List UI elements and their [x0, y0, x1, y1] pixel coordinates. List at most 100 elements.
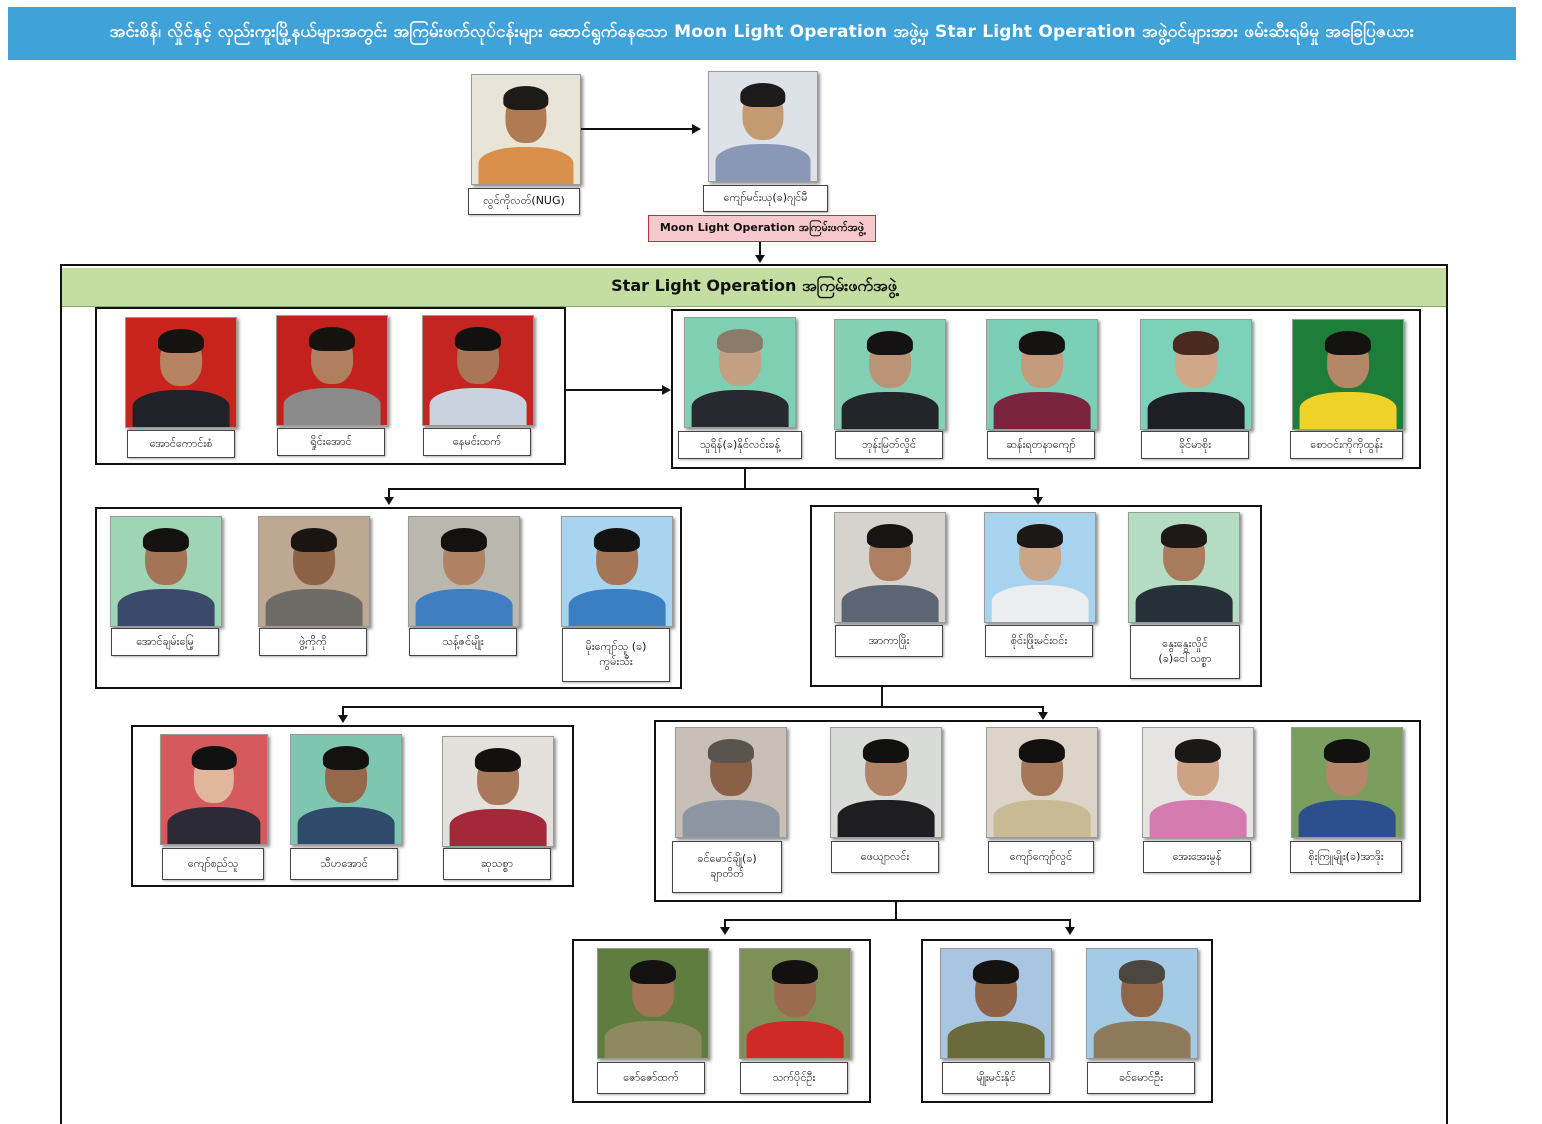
member-name-label: စိုးကြူမျိုး(ခ)အာဒိုး: [1290, 841, 1402, 873]
connector: [895, 902, 897, 920]
member-name-line-2: ကွမ်းသီး: [599, 655, 633, 668]
member-photo: [984, 512, 1096, 623]
member-photo: [408, 516, 520, 627]
member-photo: [422, 315, 534, 426]
connector: [724, 919, 726, 928]
member-photo: [442, 736, 554, 847]
member-name-label: နေမင်းထက်: [423, 428, 531, 456]
member-photo: [675, 727, 787, 838]
arrow-head: [1033, 497, 1043, 505]
member-photo: [290, 734, 402, 845]
member-name-label: ကျော်စည်သူ: [162, 848, 264, 880]
star-light-operation-frame: [60, 264, 1448, 1124]
member-photo: [1128, 512, 1240, 623]
connector: [388, 488, 390, 498]
arrow-head: [384, 497, 394, 505]
member-photo: [739, 948, 851, 1059]
member-name-label: စောဝင်းကိုကိုထွန်း: [1290, 431, 1403, 459]
member-name-label: ဖွဲ့ကိုကို: [259, 628, 367, 656]
member-name-line-2: (ခ)ငေါ်သစ္စာ: [1158, 652, 1212, 665]
member-photo: [561, 516, 673, 627]
connector: [342, 706, 344, 716]
page-title-banner: အင်းစိန်၊ လှိုင်နှင့် လှည်းကူးမြို့နယ်မျ…: [8, 7, 1516, 60]
member-photo: [1086, 948, 1198, 1059]
member-name-label: ခင်မောင်ဦး: [1087, 1062, 1195, 1094]
member-group-8: [921, 939, 1213, 1103]
member-name-label: သန့်ဇင်မျိုး: [409, 628, 517, 656]
connector: [1069, 919, 1071, 928]
member-group-4: [810, 505, 1262, 687]
member-photo: [1140, 319, 1252, 430]
connector: [342, 706, 1044, 708]
member-name-label: ရှိုင်းအောင်: [277, 428, 385, 456]
arrow-head: [662, 385, 671, 395]
member-name-label: ကျော်ကျော်လွင်: [988, 841, 1094, 873]
connector: [881, 687, 883, 707]
member-photo: [684, 317, 796, 428]
member-photo: [1142, 727, 1254, 838]
member-group-2: [671, 309, 1421, 469]
connector: [388, 488, 1039, 490]
member-name-label: ခိုင်မာစိုး: [1141, 431, 1249, 459]
connector: [566, 389, 662, 391]
member-name-label: မျိုးမင်းနိုင်: [942, 1062, 1050, 1094]
member-name-label: အောင်ကောင်းစံ: [127, 430, 235, 458]
member-name-label: နွေးနွေးလှိုင် (ခ)ငေါ်သစ္စာ: [1130, 625, 1240, 679]
member-name-label: စိုင်းဖြိုးမင်းဝင်း: [985, 625, 1093, 657]
member-photo: [986, 727, 1098, 838]
arrow-head: [692, 124, 701, 134]
member-photo: [1291, 727, 1403, 838]
member-photo: [1292, 319, 1404, 430]
connector: [581, 128, 693, 130]
arrow-head: [1038, 712, 1048, 720]
member-group-6: [654, 720, 1421, 902]
connector: [1042, 706, 1044, 714]
member-photo: [940, 948, 1052, 1059]
member-name-label: ဖေယျာလင်း: [831, 841, 939, 873]
member-photo: [258, 516, 370, 627]
member-name-label: အောင်ချမ်းမြေ့: [111, 628, 219, 656]
member-photo: [160, 734, 268, 845]
member-name-label: ခင်မောင်ချို(ခ) ချာတိတ်: [672, 841, 782, 893]
connector: [759, 242, 761, 256]
member-name-line-1: မိုးကျော်သူ (ခ): [585, 640, 647, 654]
member-name-label: အေးအေးမွန်: [1143, 841, 1251, 873]
arrow-head: [1065, 927, 1075, 935]
arrow-head: [720, 927, 730, 935]
member-name-label: ဇော်ဇော်ထက်: [597, 1062, 705, 1094]
member-photo: [834, 512, 946, 623]
connector: [744, 469, 746, 489]
leader-name-label: လွင်ကိုလတ်(NUG): [468, 188, 580, 215]
second-leader-name-label: ကျော်မင်းယု(ခ)ဂျင်မီ: [703, 185, 828, 212]
moon-light-operation-label: Moon Light Operation အကြမ်းဖက်အဖွဲ့: [648, 215, 876, 242]
member-name-label: သီဟအောင်: [290, 848, 398, 880]
member-name-label: သူရိန်(ခ)နိုင်လင်းခန့်: [678, 431, 802, 459]
star-light-operation-header: Star Light Operation အကြမ်းဖက်အဖွဲ့: [62, 268, 1446, 307]
member-name-label: ဆုသစ္စာ: [443, 848, 551, 880]
connector: [1037, 488, 1039, 498]
member-photo: [986, 319, 1098, 430]
member-name-label: သက်ပိုင်ဦး: [740, 1062, 848, 1094]
member-name-line-1: ခင်မောင်ချို(ခ): [697, 852, 757, 866]
member-photo: [834, 319, 946, 430]
member-name-label: ဘုန်းမြတ်လှိုင်: [835, 431, 943, 459]
member-photo: [125, 317, 237, 428]
member-name-label: မိုးကျော်သူ (ခ) ကွမ်းသီး: [562, 628, 670, 682]
member-photo: [110, 516, 222, 627]
arrow-head: [338, 715, 348, 723]
member-group-5: [131, 725, 574, 887]
member-name-line-2: ချာတိတ်: [710, 867, 744, 880]
member-name-label: အာကာဖြိုး: [835, 625, 943, 657]
member-photo: [276, 315, 388, 426]
member-group-1: [95, 307, 566, 465]
connector: [724, 919, 1071, 921]
member-name-label: ဆန်းရတနာကျော်: [987, 431, 1095, 459]
member-photo: [597, 948, 709, 1059]
member-group-3: [95, 507, 682, 689]
arrow-head: [755, 255, 765, 263]
member-photo: [830, 727, 942, 838]
member-group-7: [572, 939, 871, 1103]
second-leader-photo: [708, 71, 818, 182]
leader-photo: [471, 74, 581, 185]
member-name-line-1: နွေးနွေးလှိုင်: [1162, 637, 1208, 651]
